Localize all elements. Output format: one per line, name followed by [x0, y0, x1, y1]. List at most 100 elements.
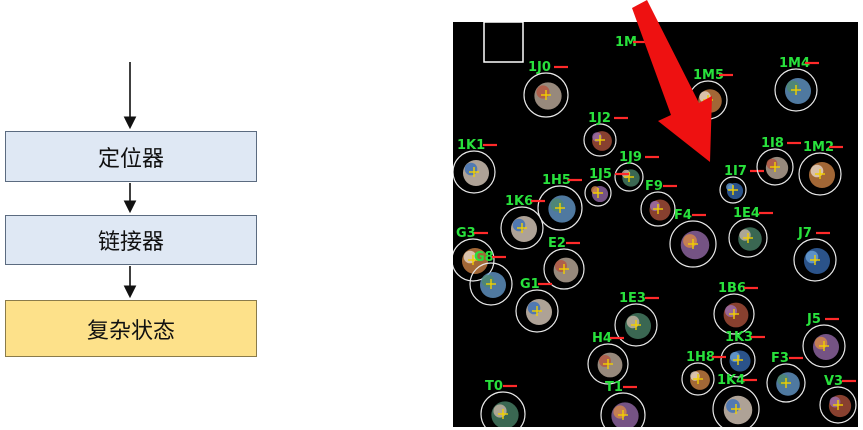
cell-1m2: 1M2 — [798, 140, 843, 196]
tracking-ring — [614, 303, 658, 347]
cell-label-1e3: 1E3 — [619, 291, 646, 306]
cell-1j0: 1J0 — [523, 60, 569, 118]
tracking-ring — [543, 248, 585, 290]
tracking-ring — [719, 176, 747, 204]
cell-1e3: 1E3 — [614, 291, 659, 347]
flowchart: 定位器 链接器 复杂状态 — [5, 62, 257, 357]
cell-label-t1: T1 — [605, 380, 623, 395]
cell-texture — [527, 301, 541, 315]
tracking-ring — [728, 218, 768, 258]
tracking-ring — [766, 363, 806, 403]
tracking-ring — [681, 362, 715, 396]
cell-label-g3: G3 — [456, 226, 476, 241]
tracking-ring — [500, 206, 544, 250]
cell-texture — [536, 85, 550, 99]
cell-t0: T0 — [480, 379, 526, 427]
cell-label-1j9: 1J9 — [619, 150, 642, 165]
cell-label-1j0: 1J0 — [528, 60, 551, 75]
cell-label-1k4: 1K4 — [717, 373, 745, 388]
tracking-ring — [614, 162, 644, 192]
cell-1h5: 1H5 — [537, 173, 583, 231]
cell-label-1j5: 1J5 — [589, 167, 612, 182]
cell-label-1k3: 1K3 — [725, 330, 753, 345]
flow-arrows — [123, 62, 137, 299]
cell-label-1k1: 1K1 — [457, 138, 485, 153]
cell-texture — [805, 250, 819, 264]
cell-label-g8: G8 — [474, 250, 494, 265]
tracking-ring — [523, 72, 569, 118]
cell-texture — [481, 274, 495, 288]
cell-label-j7: J7 — [797, 226, 812, 241]
cell-label-1i7: 1I7 — [724, 164, 747, 179]
cell-texture — [739, 229, 751, 241]
tracking-ring — [774, 68, 818, 112]
cell-label-1k6: 1K6 — [505, 194, 533, 209]
cell-1h8: 1H8 — [681, 350, 726, 396]
cell-label-1i8: 1I8 — [761, 136, 784, 151]
tracking-ring — [793, 238, 837, 282]
linker-box: 链接器 — [5, 215, 257, 265]
cell-f3: F3 — [766, 351, 806, 403]
cell-label-1m: 1M — [615, 35, 637, 50]
tracking-ring — [515, 289, 559, 333]
cell-e2: E2 — [543, 236, 585, 290]
cell-1k3: 1K3 — [720, 330, 765, 378]
cell-label-f3: F3 — [771, 351, 789, 366]
cell-j7: J7 — [793, 226, 837, 282]
red-arrow-icon — [632, 0, 712, 162]
cell-1e4: 1E4 — [728, 206, 773, 258]
cell-f4: F4 — [669, 208, 717, 268]
cell-texture — [555, 260, 567, 272]
roi-box — [483, 22, 524, 63]
cell-label-1m4: 1M4 — [779, 56, 810, 71]
cell-label-t0: T0 — [485, 379, 503, 394]
locator-label: 定位器 — [97, 146, 164, 172]
cell-label-1h8: 1H8 — [686, 350, 715, 365]
cell-texture — [814, 336, 828, 350]
tracking-ring — [819, 386, 857, 424]
cell-label-g1: G1 — [520, 277, 540, 292]
tracking-ring — [720, 342, 756, 378]
cell-label-1h5: 1H5 — [542, 173, 571, 188]
tracking-ring — [453, 238, 495, 282]
pointer-arrow — [632, 0, 712, 162]
tracking-ring — [640, 191, 676, 227]
tracking-ring — [712, 385, 760, 427]
cell-label-1e4: 1E4 — [733, 206, 760, 221]
cell-1b6: 1B6 — [713, 281, 758, 335]
cell-texture — [683, 234, 697, 248]
cell-j5: J5 — [802, 312, 846, 368]
tracking-ring — [600, 392, 646, 427]
cell-v3: V3 — [819, 374, 857, 424]
cell-texture — [599, 355, 611, 367]
tracking-ring — [802, 324, 846, 368]
cell-1m4: 1M4 — [774, 56, 819, 112]
cell-label-1j2: 1J2 — [588, 111, 611, 126]
tracking-ring — [584, 179, 612, 207]
cell-texture — [512, 218, 526, 232]
cell-1k4: 1K4 — [712, 373, 760, 427]
cell-label-v3: V3 — [824, 374, 843, 389]
tracking-ring — [713, 293, 755, 335]
cell-texture — [726, 399, 740, 413]
cell-label-j5: J5 — [806, 312, 821, 327]
cell-texture — [626, 315, 640, 329]
cell-1i8: 1I8 — [756, 136, 801, 186]
tracking-ring — [756, 148, 794, 186]
cell-label-1m2: 1M2 — [803, 140, 834, 155]
tracking-ring — [798, 152, 842, 196]
cell-texture — [766, 158, 778, 170]
tracking-ring — [669, 220, 717, 268]
cell-texture — [810, 164, 824, 178]
cell-label-f4: F4 — [674, 208, 692, 223]
cell-g8: G8 — [469, 250, 513, 306]
cell-texture — [591, 186, 599, 194]
cell-g3: G3 — [453, 226, 495, 282]
cell-label-f9: F9 — [645, 179, 663, 194]
cell-texture — [550, 198, 564, 212]
cell-label-1b6: 1B6 — [718, 281, 746, 296]
cell-texture — [613, 405, 627, 419]
cell-texture — [726, 183, 734, 191]
